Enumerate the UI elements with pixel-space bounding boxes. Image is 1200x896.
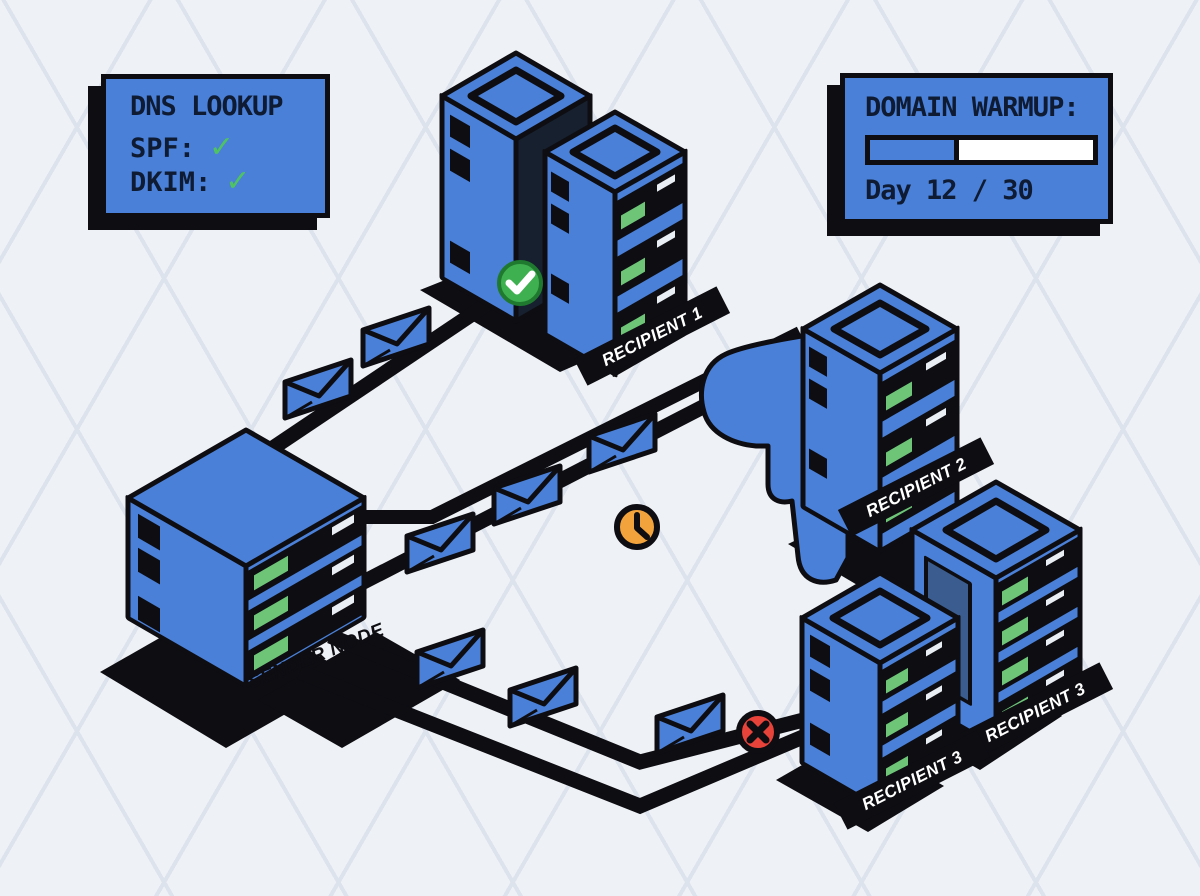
dns-panel-title: DNS LOOKUP xyxy=(130,91,284,122)
domain-warmup-panel: DOMAIN WARMUP: Day 12 / 30 xyxy=(840,73,1113,224)
dkim-label: DKIM: xyxy=(130,167,212,198)
spf-label: SPF: xyxy=(130,133,196,164)
dns-row-dkim: DKIM: ✓ xyxy=(130,160,325,200)
dns-row-spf: SPF: ✓ xyxy=(130,126,325,166)
envelope-icon xyxy=(510,668,576,726)
recipient2-server xyxy=(699,282,960,585)
envelope-icon xyxy=(589,414,655,472)
route-to-recipient1 xyxy=(235,275,525,477)
r2-top-inset xyxy=(830,299,930,359)
r1-back-top-inset xyxy=(467,66,565,126)
delivered-check-circle-icon xyxy=(497,260,543,306)
warmup-progress-bar xyxy=(865,135,1098,165)
recipient3-server xyxy=(799,570,961,811)
r3f-right-face xyxy=(877,615,961,811)
rack-units xyxy=(246,503,364,682)
r1-front-top-inset xyxy=(569,124,661,180)
route-to-recipient2-upper xyxy=(350,326,804,524)
delayed-clock-icon xyxy=(614,504,660,550)
sender-right-face xyxy=(243,494,367,689)
warmup-progress-fill xyxy=(870,140,960,160)
r3b-top-inset xyxy=(942,497,1050,563)
dkim-pass-check-icon: ✓ xyxy=(227,160,248,200)
r1-back-left-face xyxy=(439,93,519,324)
warmup-day-label: Day 12 / 30 xyxy=(865,175,1034,206)
warmup-panel-title: DOMAIN WARMUP: xyxy=(865,92,1080,123)
envelope-icon xyxy=(417,630,483,688)
sender-top-face xyxy=(125,427,367,569)
sender-node-server xyxy=(125,427,367,690)
vent-squares xyxy=(138,513,160,633)
r3f-top-inset xyxy=(829,587,931,649)
spf-pass-check-icon: ✓ xyxy=(211,126,232,166)
dns-lookup-panel: DNS LOOKUP SPF: ✓ DKIM: ✓ xyxy=(101,74,330,218)
bounced-x-circle-icon xyxy=(736,710,780,754)
